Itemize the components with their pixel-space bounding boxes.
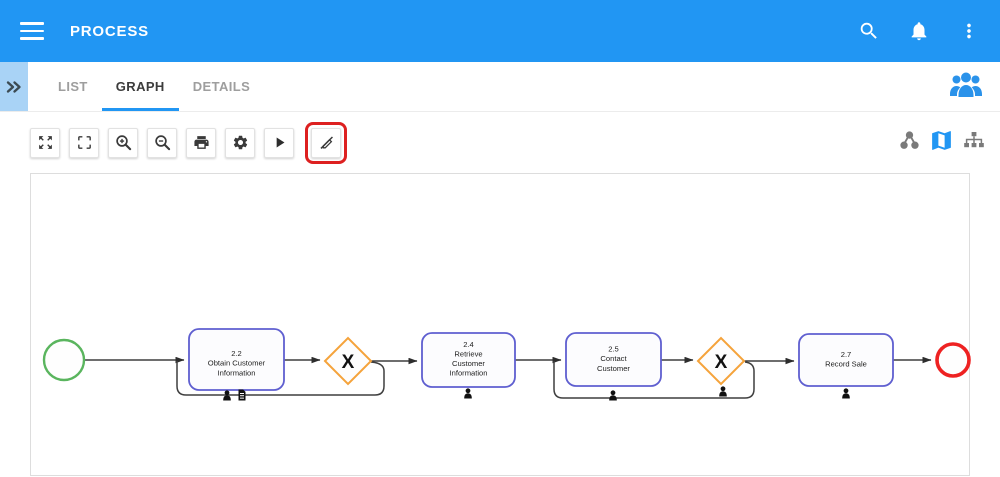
search-icon[interactable] [858,20,880,42]
user-icon [842,388,850,399]
zoom-in-icon [115,135,131,151]
user-icon [719,386,727,397]
settings-button[interactable] [225,127,255,158]
tab-graph[interactable]: GRAPH [101,62,179,111]
edit-off-icon [319,136,333,149]
tab-list[interactable]: LIST [58,79,88,94]
gateway-1[interactable]: X [323,336,373,386]
user-icon [609,390,617,401]
fit-to-screen-icon [38,136,52,149]
gateway-2-label: X [715,352,728,373]
page-title: PROCESS [70,22,149,40]
end-event[interactable] [935,342,971,378]
print-button[interactable] [186,127,216,158]
document-icon [238,389,246,401]
user-icon [464,388,472,399]
app-bar: PROCESS [0,0,1000,62]
fullscreen-icon [77,136,91,149]
zoom-out-button[interactable] [147,127,177,158]
tab-bar: LIST GRAPH DETAILS [0,62,1000,112]
network-graph-icon[interactable] [899,130,920,156]
settings-gear-icon [233,135,247,150]
more-vert-icon[interactable] [958,20,980,42]
graph-toolbar [0,112,1000,173]
tab-details[interactable]: DETAILS [192,79,251,94]
fit-to-screen-button[interactable] [30,127,60,158]
people-group-icon[interactable] [948,68,984,105]
edit-off-button[interactable] [305,121,347,164]
zoom-in-button[interactable] [108,127,138,158]
play-button[interactable] [264,127,294,158]
print-icon [193,136,209,149]
gateway-2[interactable]: X [696,336,746,397]
flow-loop-gateway-2-to-2-5 [553,361,755,399]
fullscreen-button[interactable] [69,127,99,158]
double-chevron-right-icon[interactable] [0,62,28,111]
gateway-1-label: X [342,352,355,373]
start-event[interactable] [42,338,86,382]
user-icon [223,390,231,401]
org-chart-icon[interactable] [963,130,985,156]
sequence-flows [84,356,932,399]
notifications-icon[interactable] [908,20,930,42]
play-icon [276,137,284,148]
flow-loop-gateway-1-to-2-2 [176,361,385,396]
map-icon[interactable] [929,128,954,158]
menu-icon[interactable] [20,22,44,40]
zoom-out-icon [154,135,170,151]
